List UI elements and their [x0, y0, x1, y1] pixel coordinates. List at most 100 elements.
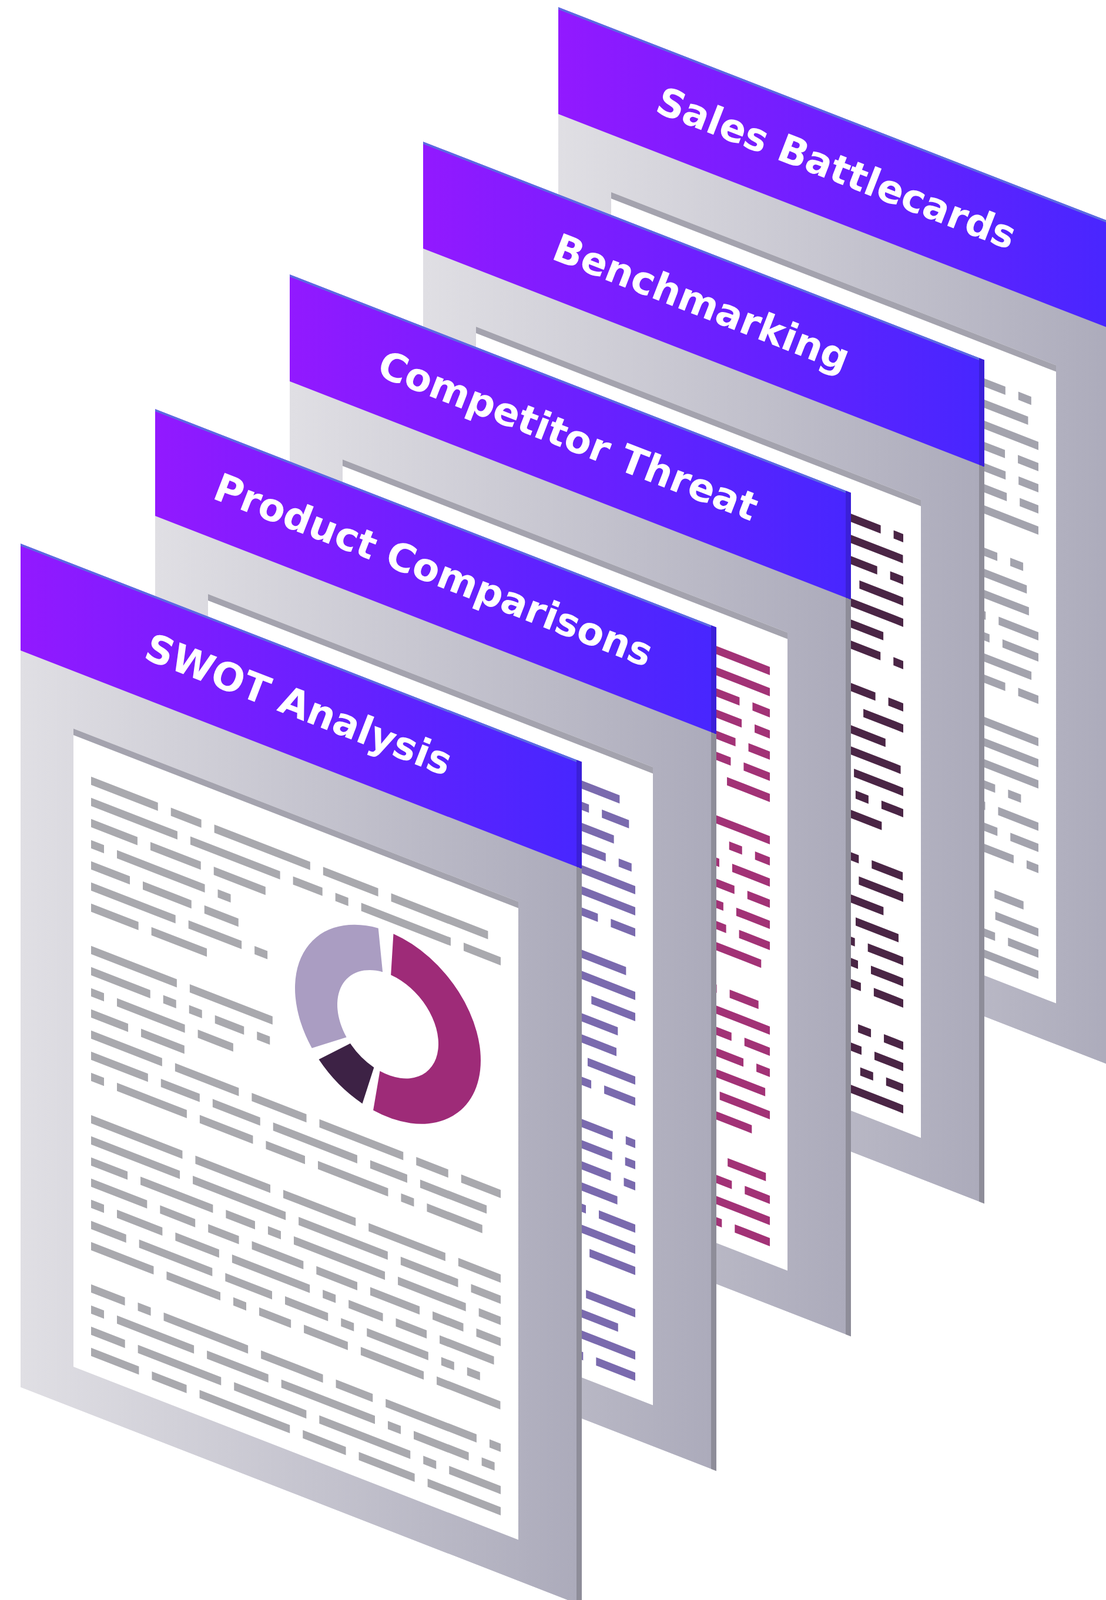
text-line	[867, 943, 904, 965]
text-line	[91, 988, 105, 1002]
text-line	[858, 1024, 871, 1038]
donut-chart	[295, 895, 481, 1154]
donut-segment	[295, 896, 383, 1077]
text-line	[190, 836, 281, 880]
header-rim	[558, 7, 1106, 226]
text-line	[141, 1029, 185, 1055]
text-line	[489, 1439, 501, 1452]
text-line	[744, 1037, 770, 1057]
text-line	[413, 1430, 469, 1461]
text-line	[598, 1210, 636, 1233]
text-line	[755, 851, 770, 866]
text-line	[192, 1175, 286, 1221]
text-line	[997, 806, 1039, 831]
text-line	[610, 919, 636, 937]
text-line	[736, 907, 770, 930]
text-line	[385, 1399, 477, 1443]
donut-segment	[373, 926, 481, 1154]
text-line	[116, 1083, 187, 1119]
text-line	[1026, 860, 1039, 874]
text-line	[734, 1224, 770, 1247]
text-line	[298, 1217, 388, 1260]
header-rim	[423, 141, 980, 361]
text-line	[273, 1122, 358, 1164]
text-line	[400, 1193, 414, 1208]
text-line	[208, 1224, 239, 1245]
text-line	[874, 1051, 904, 1072]
text-line	[303, 1325, 348, 1351]
text-line	[743, 762, 770, 782]
text-line	[448, 1466, 501, 1495]
text-line	[752, 702, 770, 718]
text-line	[91, 1157, 128, 1181]
card-edge	[576, 759, 582, 1600]
text-line	[1018, 476, 1039, 493]
text-line	[589, 1249, 636, 1276]
text-line	[91, 1305, 105, 1320]
text-line	[709, 812, 770, 845]
text-line	[225, 1273, 273, 1300]
text-line	[212, 1098, 261, 1126]
card-edge	[711, 625, 717, 1472]
text-line	[387, 1420, 401, 1435]
text-line	[359, 1452, 415, 1483]
text-line	[860, 1067, 874, 1081]
text-line	[467, 1367, 481, 1382]
text-line	[199, 1390, 291, 1434]
text-line	[91, 903, 139, 931]
text-line	[715, 1195, 770, 1226]
text-line	[729, 841, 743, 856]
text-line	[461, 1174, 501, 1199]
text-line	[189, 984, 273, 1025]
text-line	[116, 1210, 163, 1236]
text-line	[859, 580, 904, 606]
text-line	[481, 1457, 495, 1471]
text-line	[138, 1302, 152, 1317]
text-line	[427, 1478, 501, 1516]
text-line	[458, 1258, 501, 1283]
text-line	[893, 530, 904, 542]
text-line	[871, 860, 903, 881]
text-line	[91, 1221, 127, 1243]
text-line	[293, 876, 323, 896]
text-line	[754, 724, 770, 739]
text-line	[873, 987, 904, 1008]
text-line	[575, 1328, 636, 1360]
text-line	[426, 1203, 482, 1234]
text-line	[727, 1158, 766, 1182]
text-line	[883, 1034, 904, 1051]
text-line	[175, 1232, 220, 1258]
text-line	[91, 1326, 126, 1349]
text-line	[853, 768, 904, 797]
text-line	[267, 1226, 281, 1240]
text-line	[714, 1068, 766, 1097]
text-line	[463, 942, 501, 966]
text-line	[888, 697, 904, 712]
text-line	[340, 1318, 354, 1332]
text-lines	[91, 776, 501, 1516]
text-line	[171, 807, 202, 828]
text-line	[1007, 789, 1021, 804]
text-line	[886, 1077, 904, 1093]
text-line	[91, 1242, 154, 1275]
text-line	[91, 1136, 180, 1180]
text-line	[719, 1091, 770, 1120]
text-line	[198, 1029, 234, 1052]
text-line	[625, 1136, 636, 1149]
text-line	[601, 809, 629, 829]
text-line	[140, 1176, 213, 1213]
text-line	[1018, 687, 1039, 704]
text-line	[348, 1299, 383, 1322]
text-line	[256, 1031, 270, 1046]
text-line	[259, 1307, 291, 1329]
text-line	[756, 1063, 770, 1078]
text-line	[995, 911, 1039, 937]
text-line	[855, 790, 869, 804]
text-line	[285, 1296, 328, 1322]
text-line	[252, 1241, 304, 1270]
text-line	[199, 1115, 254, 1145]
text-line	[213, 866, 266, 896]
text-line	[1002, 639, 1039, 662]
text-line	[214, 824, 311, 871]
text-line	[151, 927, 207, 958]
